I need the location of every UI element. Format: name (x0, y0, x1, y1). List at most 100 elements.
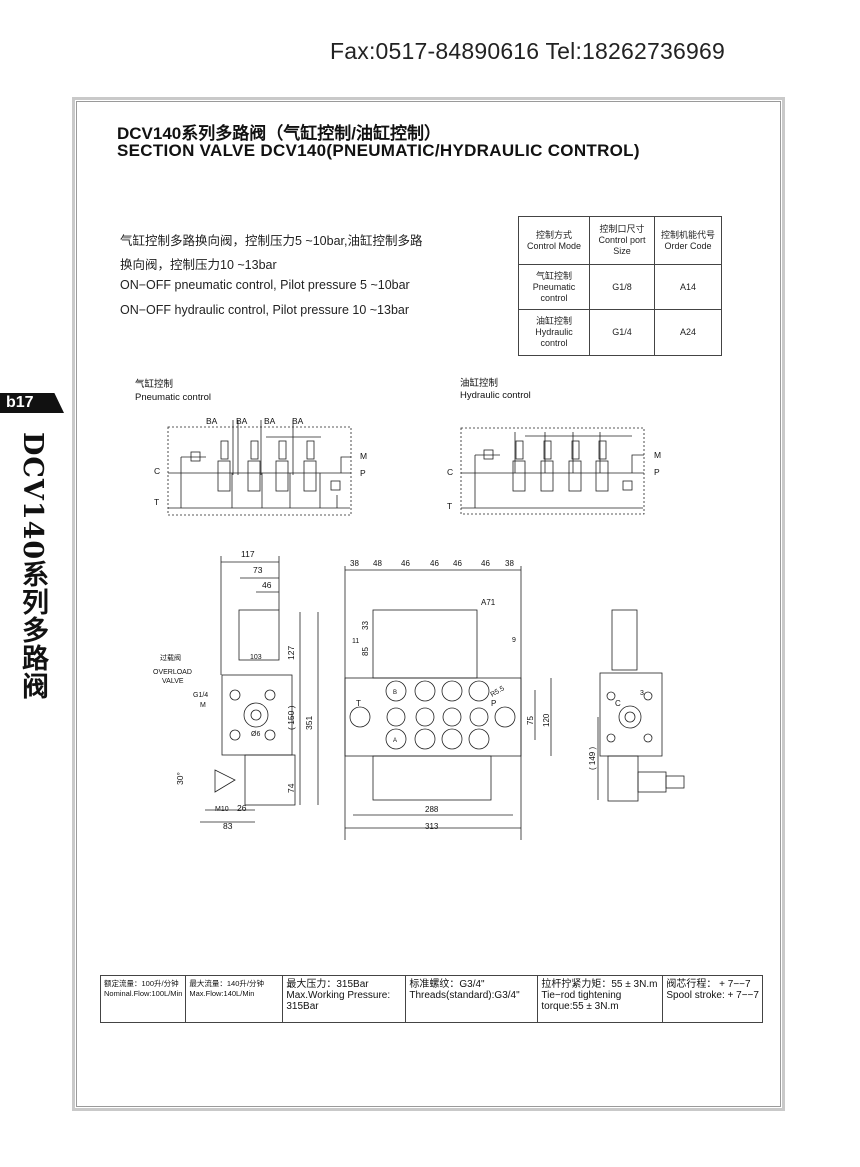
page-title-cn: DCV140系列多路阀（气缸控制/油缸控制） (117, 124, 441, 143)
dim-33: 33 (361, 621, 370, 630)
dim-313: 313 (425, 822, 439, 831)
mode-en: Hydraulic control (535, 327, 573, 348)
stroke-en: Spool stroke: + 7−−7 (666, 990, 759, 1001)
side-view-drawing (200, 556, 319, 823)
header-cn: 控制口尺寸 (599, 224, 645, 234)
port-p: P (360, 468, 366, 478)
front-view-drawing (344, 566, 552, 840)
port-a: A (393, 738, 397, 744)
port-size: G1/8 (589, 264, 655, 310)
dim-38: 38 (350, 559, 359, 568)
overload-valve-en: OVERLOAD (153, 669, 192, 676)
dim-120: 120 (542, 713, 551, 727)
header-cn: 控制方式 (535, 229, 572, 240)
pneumatic-schematic (167, 420, 352, 516)
dim-288: 288 (425, 805, 439, 814)
dim-48: 48 (373, 559, 382, 568)
dim-127: 127 (286, 646, 296, 660)
max-flow-cn: 最大流量：140升/分钟 (189, 979, 264, 988)
dim-9: 9 (512, 637, 516, 644)
port-ba: BA (236, 416, 248, 426)
port-c: C (615, 699, 621, 708)
port-t: T (447, 501, 452, 511)
stroke-cn: 阀芯行程： + 7−−7 (666, 979, 751, 990)
dim-73: 73 (253, 565, 263, 575)
port-g14: G1/4 (193, 692, 208, 699)
port-m-label: M (200, 702, 206, 709)
port-c: C (447, 467, 453, 477)
header-en: Control Mode (526, 240, 582, 251)
port-ba: BA (206, 416, 218, 426)
mode-cn: 气缸控制 (535, 270, 572, 281)
description-line: ON−OFF hydraulic control, Pilot pressure… (120, 303, 410, 317)
hydraulic-label-en: Hydraulic control (460, 390, 531, 401)
hydraulic-label-cn: 油缸控制 (460, 377, 498, 389)
dim-351: 351 (304, 716, 314, 730)
dim-46: 46 (401, 559, 410, 568)
dim-83: 83 (223, 821, 233, 831)
order-code: A24 (654, 309, 722, 356)
threads-cn: 标准螺纹：G3/4" (409, 979, 485, 990)
dim-46: 46 (453, 559, 462, 568)
dim-38: 38 (505, 559, 514, 568)
port-m: M (654, 450, 661, 460)
dim-11: 11 (352, 638, 359, 645)
threads-en: Threads(standard):G3/4" (409, 990, 520, 1001)
label-a71: A71 (481, 598, 496, 607)
header-cn: 控制机能代号 (660, 229, 715, 240)
dim-46: 46 (262, 580, 272, 590)
order-code: A14 (654, 264, 722, 310)
page-frame (72, 97, 785, 1111)
dim-phi6: Ø6 (251, 731, 260, 738)
hydraulic-schematic (460, 427, 645, 515)
dim-30deg: 30° (175, 772, 185, 785)
nominal-flow-en: Nominal.Flow:100L/Min (104, 989, 183, 998)
section-tab: b17 (0, 393, 64, 413)
port-t: T (154, 497, 159, 507)
pneumatic-label-cn: 气缸控制 (135, 378, 173, 390)
dim-46: 46 (481, 559, 490, 568)
port-ba: BA (292, 416, 304, 426)
dim-3: 3 (640, 690, 644, 697)
max-pressure-en: Max.Working Pressure: 315Bar (286, 990, 391, 1012)
dim-85: 85 (361, 647, 370, 656)
nominal-flow-cn: 额定流量：100升/分钟 (104, 979, 179, 988)
description-line: 气缸控制多路换向阀，控制压力5 ~10bar,油缸控制多路 (120, 234, 423, 248)
torque-en: Tie−rod tightening torque:55 ± 3N.m (541, 990, 622, 1012)
port-t: T (356, 699, 361, 708)
overload-valve-en: VALVE (162, 678, 184, 685)
port-size: G1/4 (589, 309, 655, 356)
header-en: Order Code (664, 240, 712, 251)
dim-75: 75 (526, 716, 535, 725)
port-p: P (654, 467, 660, 477)
description-line: 换向阀，控制压力10 ~13bar (120, 258, 277, 272)
port-p: P (491, 699, 496, 708)
header-en: Control port Size (598, 235, 646, 256)
dim-m10: M10 (215, 806, 229, 813)
dim-103: 103 (250, 654, 262, 661)
dim-26: 26 (237, 803, 247, 813)
port-c: C (154, 466, 160, 476)
max-flow-en: Max.Flow:140L/Min (189, 989, 255, 998)
description-line: ON−OFF pneumatic control, Pilot pressure… (120, 278, 410, 292)
dim-46: 46 (430, 559, 439, 568)
port-m: M (360, 451, 367, 461)
dim-117: 117 (241, 549, 255, 559)
overload-valve-cn: 过载阀 (160, 653, 181, 662)
dim-149: ( 149 ) (588, 747, 597, 770)
dim-r55: R5.5 (490, 685, 506, 699)
vertical-section-title: DCV140系列多路阀 (17, 432, 48, 701)
page-title-en: SECTION VALVE DCV140(PNEUMATIC/HYDRAULIC… (117, 141, 640, 160)
mode-en: Pneumatic control (532, 281, 576, 303)
dim-74: 74 (286, 783, 296, 793)
spool-sections (217, 440, 317, 492)
contact-info: Fax:0517-84890616 Tel:18262736969 (330, 38, 725, 64)
mode-cn: 油缸控制 (535, 316, 572, 326)
right-view-drawing (597, 609, 685, 802)
port-ba: BA (264, 416, 276, 426)
